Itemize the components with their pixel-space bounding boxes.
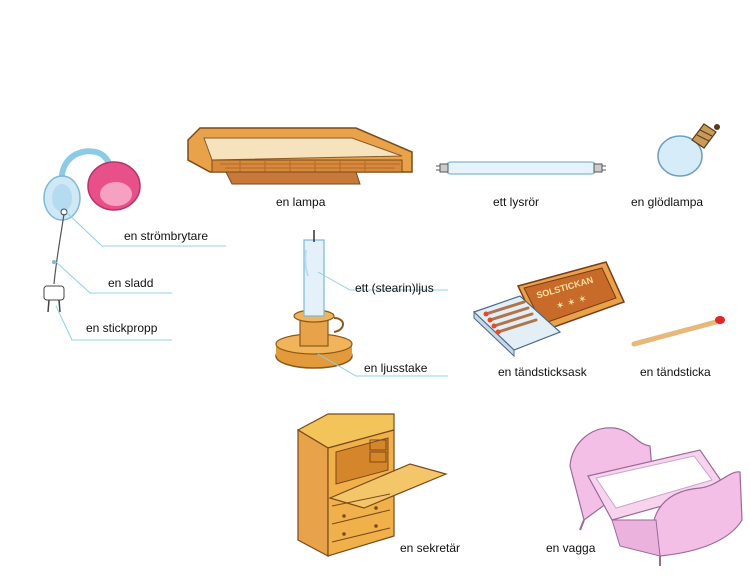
label-lampa: en lampa: [276, 195, 326, 209]
secretary-desk-illustration: [296, 413, 448, 557]
candle-illustration: [303, 230, 325, 317]
label-vagga: en vagga: [546, 541, 596, 555]
label-glodlampa: en glödlampa: [631, 195, 704, 209]
label-lysror: ett lysrör: [493, 195, 540, 209]
ceiling-lamp-illustration: [187, 127, 413, 185]
label-tandsticksask: en tändsticksask: [498, 365, 587, 379]
label-strombrytare: en strömbrytare: [124, 229, 209, 243]
label-ljusstake: en ljusstake: [364, 361, 428, 375]
wall-lamp-illustration: [43, 148, 141, 313]
candlestick-illustration: [275, 309, 353, 369]
leader-ljusstake: [317, 353, 448, 377]
matchbox-illustration: SOLSTICKAN ✶ ✶ ✶: [472, 261, 626, 358]
label-tandsticka: en tändsticka: [640, 365, 711, 379]
light-bulb-illustration: [657, 123, 720, 177]
leader-sladd: [55, 261, 172, 294]
label-sekretar: en sekretär: [400, 541, 461, 555]
leader-stearinljus: [317, 271, 448, 291]
match-illustration: [631, 316, 725, 347]
label-stickpropp: en stickpropp: [86, 321, 158, 335]
label-stearinljus: ett (stearin)ljus: [355, 281, 434, 295]
cradle-illustration: [569, 427, 743, 566]
leader-strombrytare: [65, 211, 226, 247]
fluorescent-tube-illustration: [436, 161, 606, 175]
label-sladd: en sladd: [108, 276, 154, 290]
leader-stickpropp: [55, 305, 172, 341]
